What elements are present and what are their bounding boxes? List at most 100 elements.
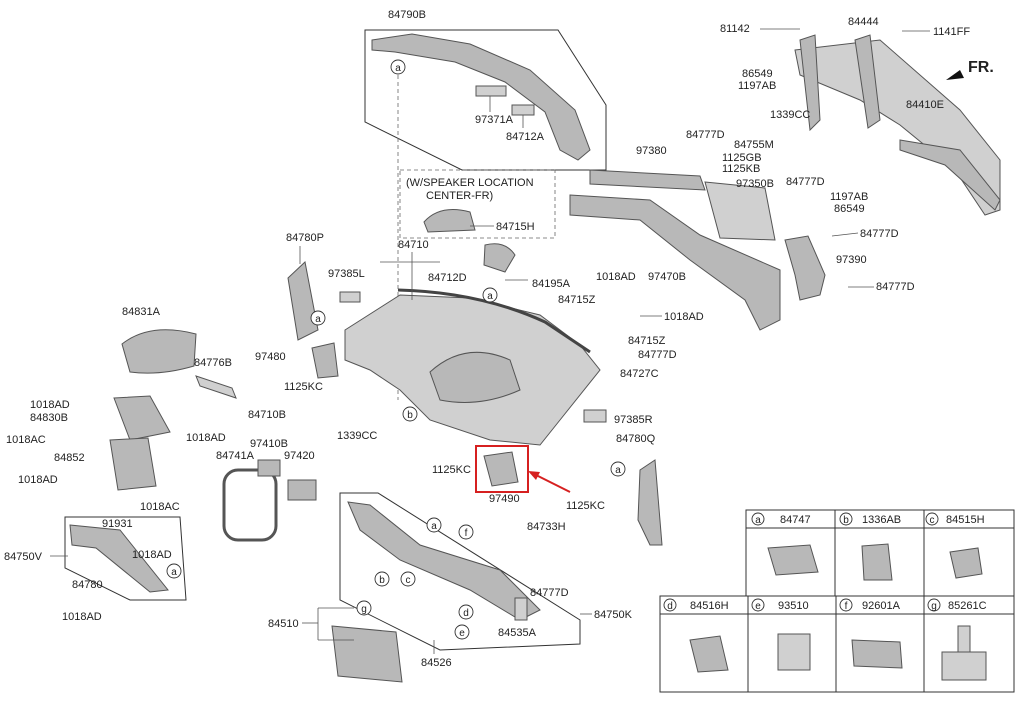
label-1018ac-2: 1018AC: [140, 501, 180, 513]
part-97350b: [704, 181, 776, 241]
part-97385r: [583, 409, 607, 423]
label-1018ad-6: 1018AD: [132, 549, 172, 561]
label-84777d-5: 84777D: [638, 349, 677, 361]
label-1018ad-7: 1018AD: [62, 611, 102, 623]
label-84780q: 84780Q: [616, 433, 656, 445]
part-97380: [589, 169, 706, 191]
label-1125gb: 1125GB: [722, 152, 762, 164]
label-1339cc-a: 1339CC: [770, 109, 810, 121]
label-1125kc-1: 1125KC: [284, 381, 323, 393]
legend-cell-c: c 84515H: [925, 512, 985, 579]
label-speaker-1: (W/SPEAKER LOCATION: [406, 177, 534, 189]
label-97385r: 97385R: [614, 414, 653, 426]
svg-text:g: g: [931, 601, 937, 612]
svg-text:92601A: 92601A: [862, 600, 901, 612]
svg-text:f: f: [465, 528, 468, 539]
label-97390: 97390: [836, 254, 867, 266]
label-81142: 81142: [720, 23, 750, 35]
group-frame-84750v: [64, 516, 187, 601]
legend-cell-f: f 92601A: [839, 598, 903, 669]
label-84777d-4: 84777D: [876, 281, 915, 293]
label-84777d-2: 84777D: [786, 176, 825, 188]
label-97350b: 97350B: [736, 178, 774, 190]
part-97410b: [257, 459, 281, 477]
part-97480: [311, 342, 339, 379]
legend-cell-d: d 84516H: [663, 598, 729, 673]
part-97420: [287, 479, 317, 501]
part-97385l: [339, 291, 361, 303]
label-84852: 84852: [54, 452, 85, 464]
label-1018ad-1: 1018AD: [596, 271, 636, 283]
part-97490: [483, 451, 519, 487]
label-84750k: 84750K: [594, 609, 633, 621]
label-97380: 97380: [636, 145, 667, 157]
legend-table: a 84747 b 1336AB c 84515H d 84516H e 935…: [659, 509, 1015, 693]
label-84712d: 84712D: [428, 272, 467, 284]
svg-text:b: b: [843, 515, 849, 526]
label-84776b: 84776B: [194, 357, 232, 369]
svg-text:85261C: 85261C: [948, 600, 987, 612]
label-97420: 97420: [284, 450, 315, 462]
label-97480: 97480: [255, 351, 286, 363]
part-84750k: [347, 501, 541, 621]
label-1339cc-b: 1339CC: [337, 430, 377, 442]
part-84510: [331, 625, 403, 683]
svg-text:a: a: [755, 515, 761, 526]
part-84712a: [511, 104, 535, 116]
label-84715z-1: 84715Z: [558, 294, 596, 306]
svg-text:a: a: [487, 291, 493, 302]
label-84830b: 84830B: [30, 412, 68, 424]
svg-text:a: a: [315, 314, 321, 325]
svg-text:a: a: [171, 567, 177, 578]
label-1018ad-3: 1018AD: [30, 399, 70, 411]
label-84777d-6: 84777D: [530, 587, 569, 599]
part-84831a: [121, 329, 197, 374]
label-84715z-2: 84715Z: [628, 335, 666, 347]
label-1018ad-2: 1018AD: [664, 311, 704, 323]
label-84733h: 84733H: [527, 521, 566, 533]
part-84750v: [69, 524, 169, 593]
label-84727c: 84727C: [620, 368, 659, 380]
group-frame-84750k: [339, 492, 581, 651]
svg-text:d: d: [463, 608, 469, 619]
part-84741a: [222, 468, 278, 542]
part-84776b: [195, 375, 237, 399]
label-1018ad-5: 1018AD: [18, 474, 58, 486]
part-84710: [344, 288, 601, 446]
callouts: a a a b a a f b c d e g a: [166, 59, 626, 640]
label-84710b: 84710B: [248, 409, 286, 421]
label-1125kc-2: 1125KC: [432, 464, 471, 476]
svg-text:84747: 84747: [780, 514, 811, 526]
label-84831a: 84831A: [122, 306, 161, 318]
label-1197ab-a: 1197AB: [738, 80, 776, 92]
label-speaker-2: CENTER-FR): [426, 190, 493, 202]
front-arrow-icon: [946, 70, 964, 80]
label-84790b: 84790B: [388, 9, 426, 21]
label-84444: 84444: [848, 16, 879, 28]
highlight-box-97490: [475, 445, 529, 493]
label-1125kc-3: 1125KC: [566, 500, 605, 512]
label-84195a: 84195A: [532, 278, 571, 290]
label-97410b: 97410B: [250, 438, 288, 450]
label-84780p: 84780P: [286, 232, 324, 244]
label-84750v: 84750V: [4, 551, 43, 563]
svg-text:a: a: [431, 521, 437, 532]
label-84715h: 84715H: [496, 221, 535, 233]
svg-text:c: c: [930, 515, 935, 526]
label-84710: 84710: [398, 239, 429, 251]
svg-text:93510: 93510: [778, 600, 809, 612]
svg-text:84516H: 84516H: [690, 600, 729, 612]
label-1125kb: 1125KB: [722, 163, 760, 175]
label-97371a: 97371A: [475, 114, 514, 126]
part-84535a: [514, 597, 528, 621]
label-86549-a: 86549: [742, 68, 773, 80]
legend-cell-b: b 1336AB: [839, 512, 901, 581]
svg-text:a: a: [395, 63, 401, 74]
label-97470b: 97470B: [648, 271, 686, 283]
label-1141ff: 1141FF: [933, 26, 970, 38]
svg-text:84515H: 84515H: [946, 514, 985, 526]
part-84790b: [371, 33, 591, 161]
label-84741a: 84741A: [216, 450, 255, 462]
